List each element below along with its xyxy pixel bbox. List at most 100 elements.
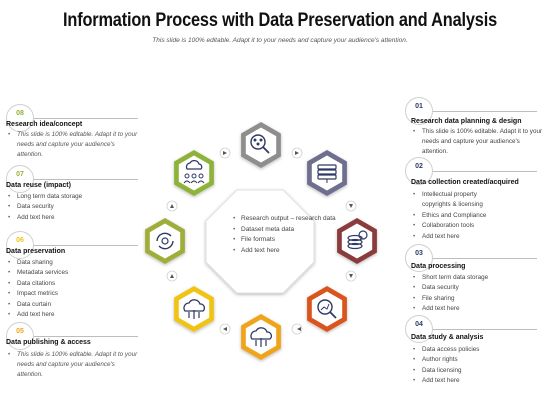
list-item: Impact metrics [6,289,138,300]
connector-dot-8-1 [219,147,231,159]
divider [20,336,138,337]
hex-node-05 [241,314,281,360]
step-badge: 04 [405,315,433,343]
center-list: Research output – research data Dataset … [232,214,336,256]
hex-node-face [311,155,343,191]
center-item: Research output – research data [232,214,336,225]
list-item: Data security [6,202,138,213]
step-heading: Data reuse (impact) [6,182,71,189]
step-number: 08 [16,110,24,117]
step-items: Data sharing Metadata services Data cita… [6,258,138,321]
list-item: Intellectual property copyrights & licen… [411,190,537,211]
hex-node-face [245,319,277,355]
divider [20,245,138,246]
list-item: Add text here [411,232,537,243]
page-title: Information Process with Data Preservati… [63,10,497,31]
list-item: Data access policies [411,345,543,356]
divider [419,171,537,172]
list-item: Metadata services [6,268,138,279]
list-item: Data licensing [411,366,543,377]
step-items: Long term data storage Data security Add… [6,192,138,224]
list-item: Author rights [411,355,543,366]
divider [419,258,537,259]
connector-dot-4-5 [291,323,303,335]
step-number: 01 [415,103,423,110]
step-badge: 02 [405,157,433,185]
list-item: Data security [411,283,543,294]
refresh-gear-icon [156,232,174,250]
connector-dots [166,147,357,335]
coins-chart-icon [347,230,368,250]
description-item: This slide is 100% editable. Adapt it to… [6,130,138,161]
list-item: Add text here [6,213,138,224]
step-heading: Data collection created/acquired [411,179,519,186]
hex-node-03 [337,218,377,264]
description-item: This slide is 100% editable. Adapt it to… [6,350,138,381]
step-items: Data access policies Author rights Data … [411,345,543,387]
step-badge: 01 [405,97,433,125]
list-item: Short term data storage [411,273,543,284]
hex-node-face [178,291,210,327]
step-heading: Data publishing & access [6,339,91,346]
connector-dot-1-2 [291,147,303,159]
list-item: Ethics and Compliance [411,211,537,222]
hex-node-06 [174,286,214,332]
step-badge: 07 [6,165,34,193]
list-item: Data citations [6,279,138,290]
cloud-upload-icon [250,327,272,347]
hex-node-07 [145,218,185,264]
hex-node-face [178,155,210,191]
step-badge: 06 [6,231,34,259]
center-item: Add text here [232,246,336,257]
divider [20,118,138,119]
hex-node-face [149,223,181,259]
connector-dot-5-6 [219,323,231,335]
list-item: Add text here [411,376,543,387]
magnify-people-icon [250,134,270,154]
search-chart-icon [317,299,337,319]
hex-node-01 [241,122,281,168]
hex-node-04 [307,286,347,332]
list-item: File sharing [411,294,543,305]
list-item: Data curtain [6,300,138,311]
step-items: Intellectual property copyrights & licen… [411,190,537,242]
step-badge: 05 [6,322,34,350]
hex-node-02 [307,150,347,196]
center-item: File formats [232,235,336,246]
step-number: 07 [16,171,24,178]
step-number: 05 [16,328,24,335]
divider [20,179,138,180]
cloud-users-icon [183,160,205,184]
list-item: Collaboration tools [411,221,537,232]
step-heading: Research data planning & design [411,118,522,125]
step-items: Short term data storage Data security Fi… [411,273,543,315]
list-item: Long term data storage [6,192,138,203]
step-description: This slide is 100% editable. Adapt it to… [6,130,138,161]
hex-node-08 [174,150,214,196]
step-number: 06 [16,237,24,244]
step-number: 02 [415,163,423,170]
cloud-upload-icon [183,299,205,319]
step-badge: 03 [405,244,433,272]
center-item: Dataset meta data [232,225,336,236]
step-heading: Research idea/concept [6,121,83,128]
connector-dot-3-4 [345,270,357,282]
step-heading: Data study & analysis [411,334,484,341]
step-number: 03 [415,250,423,257]
step-description: This slide is 100% editable. Adapt it to… [411,127,543,158]
database-network-icon [317,164,337,183]
list-item: Data sharing [6,258,138,269]
step-number: 04 [415,321,423,328]
connector-dot-7-8 [166,200,178,212]
list-item: Add text here [6,310,138,321]
connector-dot-6-7 [166,270,178,282]
step-heading: Data preservation [6,248,66,255]
step-description: This slide is 100% editable. Adapt it to… [6,350,138,381]
divider [419,329,537,330]
page-subtitle: This slide is 100% editable. Adapt it to… [152,37,408,44]
step-heading: Data processing [411,263,466,270]
divider [419,111,537,112]
description-item: This slide is 100% editable. Adapt it to… [411,127,543,158]
step-badge: 08 [6,104,34,132]
connector-dot-2-3 [345,200,357,212]
